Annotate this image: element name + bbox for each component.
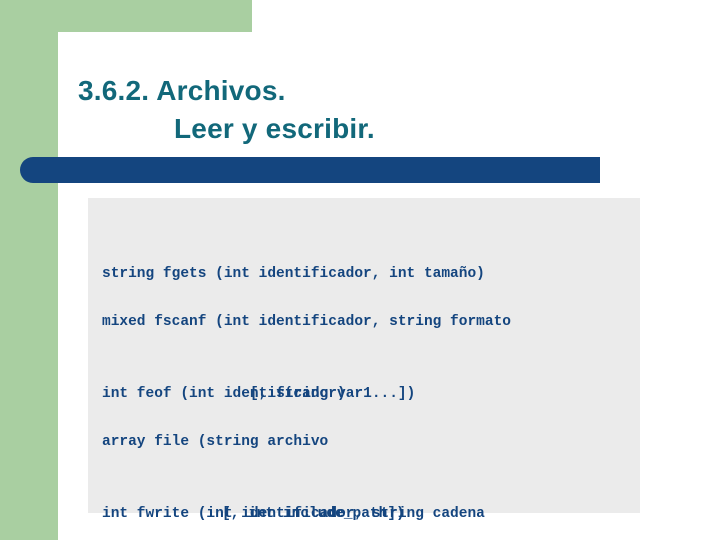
code-block-fgets: string fgets (int identificador, int tam…: [102, 214, 485, 334]
title-line-1: 3.6.2. Archivos.: [78, 75, 286, 106]
code-panel: string fgets (int identificador, int tam…: [88, 198, 640, 522]
title-underline-bar: [20, 157, 600, 183]
title-line-2: Leer y escribir.: [174, 113, 375, 144]
code-block-fscanf: mixed fscanf (int identificador, string …: [102, 262, 511, 454]
left-green-band: [0, 0, 58, 540]
code-block-fwrite: int fwrite (int identificador, string ca…: [102, 454, 485, 540]
code-line: array file (string archivo: [102, 434, 329, 450]
code-line: mixed fscanf (int identificador, string …: [102, 314, 511, 330]
code-line: string fgets (int identificador, int tam…: [102, 266, 485, 282]
code-line: [, string var1...]): [250, 386, 416, 402]
code-block-feof: int feof (int identificador): [102, 334, 346, 454]
code-line: int feof (int identificador): [102, 386, 346, 402]
code-line: int fwrite (int identificador, string ca…: [102, 506, 485, 522]
code-block-file: array file (string archivo [, int includ…: [102, 382, 405, 540]
page-title: 3.6.2. Archivos. Leer y escribir.: [78, 72, 678, 148]
top-green-block: [0, 0, 252, 32]
code-line: [, int include_path]): [222, 506, 405, 522]
